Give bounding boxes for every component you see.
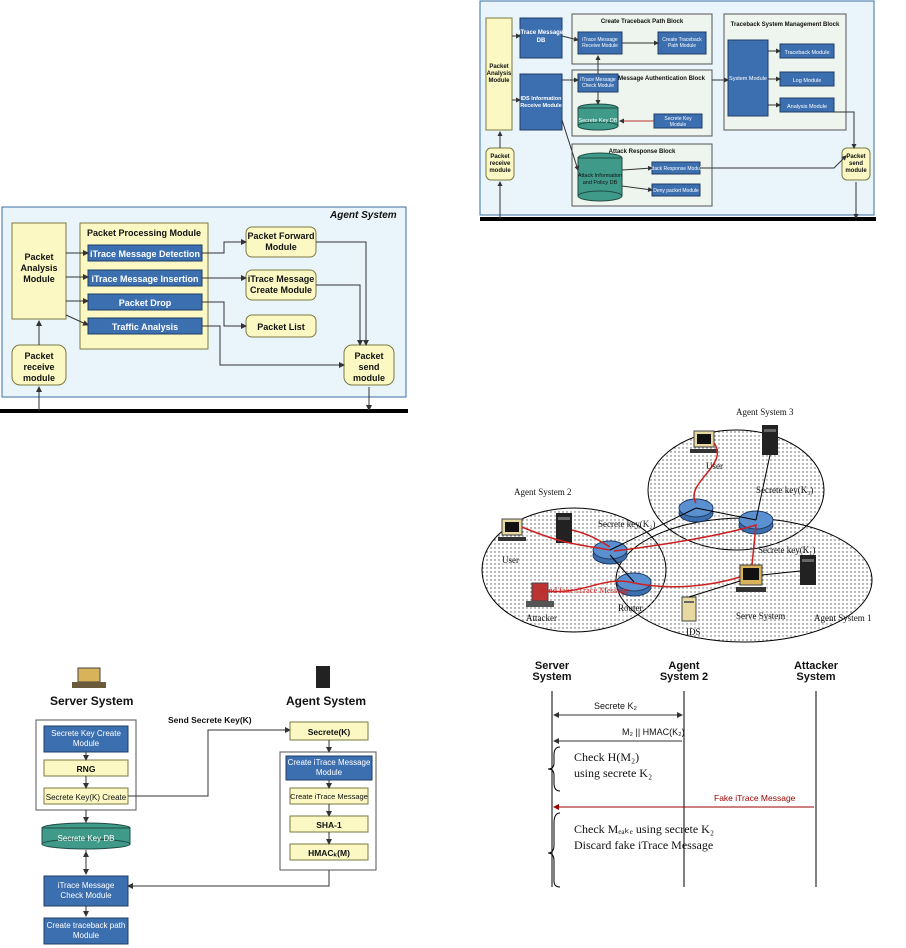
attacker-label: Attacker xyxy=(526,613,557,623)
key1-label: Secrete key(K₁) xyxy=(758,545,815,555)
network-figure: Agent System 3 Agent System 2 Agent Syst… xyxy=(481,407,873,643)
agent-server-icon xyxy=(800,555,816,585)
itrace-msg-db xyxy=(519,17,563,59)
agent-server-icon xyxy=(316,666,330,688)
fake-label: Send fake iTrace Message xyxy=(540,585,629,595)
user-top-label: User xyxy=(706,461,723,471)
user-pc-icon xyxy=(498,518,526,541)
auth-title: iTrace Message Authentication Block xyxy=(599,76,705,82)
key-create: Secrete Key(K) Create xyxy=(46,793,127,802)
attack-response-module: Attack Response Module xyxy=(648,166,704,172)
attack-title: Attack Response Block xyxy=(609,149,676,155)
ids-label: IDS xyxy=(686,627,701,637)
check2-brace xyxy=(547,812,561,888)
sha1: SHA-1 xyxy=(316,820,342,830)
agent1-label: Agent System 1 xyxy=(814,613,872,623)
send-key-label: Send Secrete Key(K) xyxy=(168,715,252,725)
log-module: Log Module xyxy=(793,78,822,84)
server-pc-icon xyxy=(72,667,106,688)
check1b: using secrete K₂ xyxy=(574,766,652,780)
agent-group xyxy=(279,751,377,871)
agent-server-icon xyxy=(556,513,572,543)
deny-packet-module: Deny packet Module xyxy=(653,188,699,194)
msg1-label: Secrete K₂ xyxy=(594,701,638,711)
system-module: System Module xyxy=(729,76,767,82)
key-db: Secrete Key DB xyxy=(58,834,115,843)
secrete-db: Secrete Key DB xyxy=(578,118,617,124)
hmac: HMACₖ(M) xyxy=(308,848,350,858)
agent3-label: Agent System 3 xyxy=(736,407,794,417)
traceback-module: Traceback Module xyxy=(784,50,829,56)
agent-title: Agent System xyxy=(329,210,397,221)
server-pc-icon xyxy=(736,564,766,592)
proc-item: iTrace Message Insertion xyxy=(91,274,198,284)
server-packet-analysis xyxy=(485,17,513,131)
rng: RNG xyxy=(77,764,96,774)
check2a: Check Mₑₐₖₑ using secrete K₂ xyxy=(574,822,714,836)
key2-label: Secrete key(K₂) xyxy=(598,519,655,529)
check2b: Discard fake iTrace Message xyxy=(574,838,713,852)
ids-icon xyxy=(681,596,697,622)
key3-label: Secrete key(K₃) xyxy=(756,485,813,495)
packet-analysis-module xyxy=(11,222,67,320)
router-icon xyxy=(616,572,652,597)
secrete-k: Secrete(K) xyxy=(308,727,351,737)
proc-item: Packet Drop xyxy=(119,298,172,308)
proc-item: Traffic Analysis xyxy=(112,322,178,332)
key-exchange-figure: Server System Agent System Secrete Key C… xyxy=(35,666,377,945)
create-path-title: Create Traceback Path Block xyxy=(601,19,684,25)
packet-list-label: Packet List xyxy=(257,322,305,332)
create-msg: Create iTrace Message xyxy=(290,792,368,801)
check1a: Check H(M₂) xyxy=(574,750,639,764)
proc-item: iTrace Message Detection xyxy=(90,249,200,259)
server-label: Serve System xyxy=(736,611,785,621)
analysis-module: Analysis Module xyxy=(787,104,827,110)
user-left-label: User xyxy=(502,555,519,565)
router-label: Router xyxy=(618,603,643,613)
processing-title: Packet Processing Module xyxy=(87,228,201,238)
check1-brace xyxy=(547,746,561,792)
attacker-icon xyxy=(526,582,554,607)
msg2-label: M₂ || HMAC(K₂) xyxy=(622,727,685,737)
server-title: Server System xyxy=(50,694,133,708)
user-pc-icon xyxy=(690,430,718,453)
agent2-label: Agent System 2 xyxy=(514,487,572,497)
agent-title: Agent System xyxy=(286,694,366,708)
agent-server-icon xyxy=(762,425,778,455)
mgmt-title: Traceback System Management Block xyxy=(731,22,840,28)
fake-label: Fake iTrace Message xyxy=(714,793,796,803)
ids-receive xyxy=(519,73,563,131)
